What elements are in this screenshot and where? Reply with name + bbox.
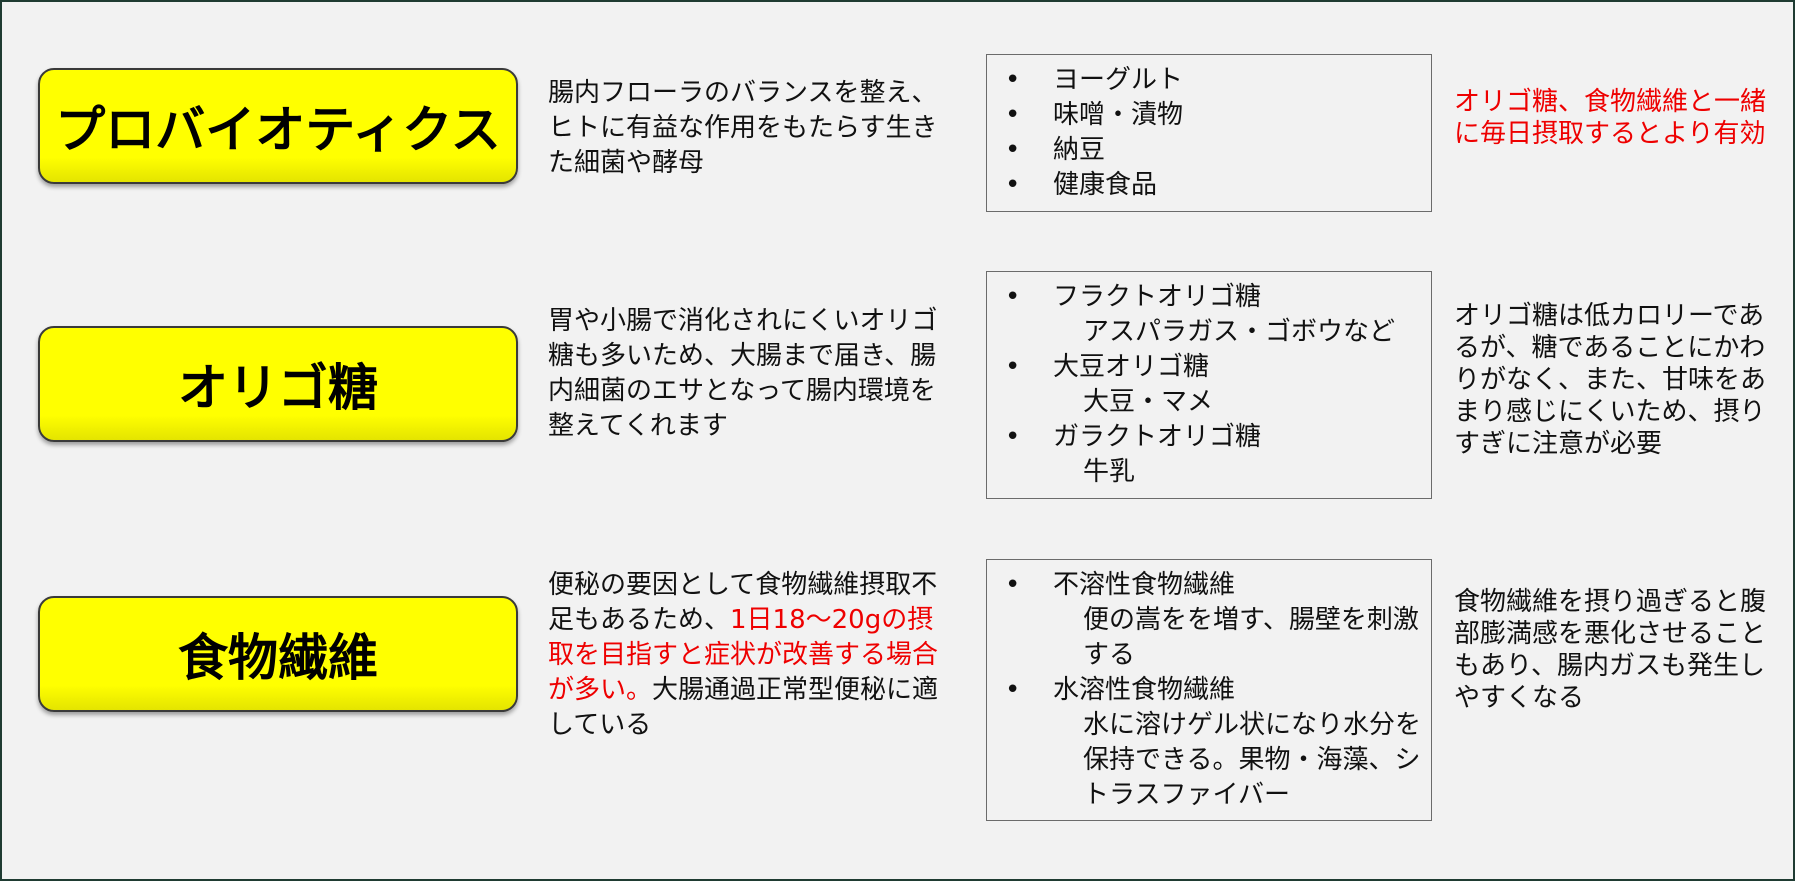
desc-probiotics: 腸内フローラのバランスを整え、ヒトに有益な作用をもたらす生きた細菌や酵母 <box>548 78 938 178</box>
example-detail: 牛乳 <box>1083 457 1136 487</box>
note-dietary-fiber: 食物繊維を摂り過ぎると腹部膨満感を悪化させることもあり、腸内ガスも発生しやすくな… <box>1454 587 1767 713</box>
example-detail: 大豆・マメ <box>1083 387 1214 417</box>
bullet-icon: • <box>1005 352 1021 382</box>
example-item: •不溶性食物繊維 <box>1005 568 1421 603</box>
example-detail: 便の嵩をを増す、腸壁を刺激する <box>1083 605 1419 670</box>
label-probiotics-text: プロバイオティクス <box>55 101 501 159</box>
label-dietary-fiber: 食物繊維 <box>38 596 518 712</box>
desc-dietary-fiber: 便秘の要因として食物繊維摂取不足もあるため、1日18～20gの摂取を目指すと症状… <box>548 570 939 740</box>
example-item: •水溶性食物繊維 <box>1005 673 1421 708</box>
bullet-icon: • <box>1005 570 1021 600</box>
example-detail: アスパラガス・ゴボウなど <box>1083 317 1396 347</box>
note-oligosaccharide: オリゴ糖は低カロリーであるが、糖であることにかわりがなく、また、甘味をあまり感じ… <box>1454 301 1767 459</box>
label-dietary-fiber-text: 食物繊維 <box>178 629 378 687</box>
bullet-icon: • <box>1005 135 1021 165</box>
bullet-icon: • <box>1005 282 1021 312</box>
bullet-icon: • <box>1005 675 1021 705</box>
example-item: •納豆 <box>1005 133 1421 168</box>
examples-oligosaccharide: •フラクトオリゴ糖 アスパラガス・ゴボウなど •大豆オリゴ糖 大豆・マメ •ガラ… <box>986 271 1432 499</box>
example-item: •ガラクトオリゴ糖 <box>1005 420 1421 455</box>
example-item: •健康食品 <box>1005 168 1421 203</box>
bullet-icon: • <box>1005 65 1021 95</box>
example-item: •味噌・漬物 <box>1005 98 1421 133</box>
bullet-icon: • <box>1005 100 1021 130</box>
label-oligosaccharide-text: オリゴ糖 <box>178 359 378 417</box>
bullet-icon: • <box>1005 422 1021 452</box>
highlight-text: 1日18～20gの摂取を目指すと症状が改善する場合が多い。 <box>548 605 939 705</box>
label-oligosaccharide: オリゴ糖 <box>38 326 518 442</box>
examples-probiotics: •ヨーグルト •味噌・漬物 •納豆 •健康食品 <box>986 54 1432 212</box>
example-item: •大豆オリゴ糖 <box>1005 350 1421 385</box>
example-item: •フラクトオリゴ糖 <box>1005 280 1421 315</box>
note-probiotics: オリゴ糖、食物繊維と一緒に毎日摂取するとより有効 <box>1454 87 1767 149</box>
bullet-icon: • <box>1005 170 1021 200</box>
desc-oligosaccharide: 胃や小腸で消化されにくいオリゴ糖も多いため、大腸まで届き、腸内細菌のエサとなって… <box>548 306 938 441</box>
example-item: •ヨーグルト <box>1005 63 1421 98</box>
example-detail: 水に溶けゲル状になり水分を保持できる。果物・海藻、シトラスファイバー <box>1083 710 1422 810</box>
label-probiotics: プロバイオティクス <box>38 68 518 184</box>
examples-dietary-fiber: •不溶性食物繊維 便の嵩をを増す、腸壁を刺激する •水溶性食物繊維 水に溶けゲル… <box>986 559 1432 821</box>
